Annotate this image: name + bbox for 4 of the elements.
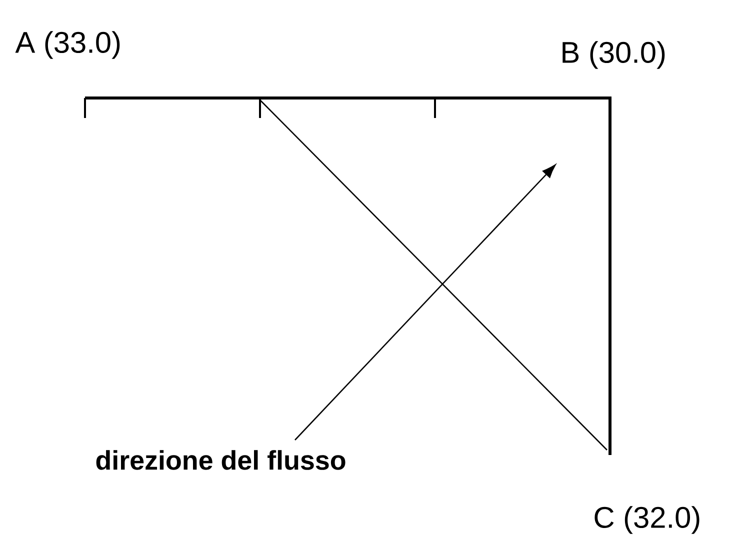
point-label: B (30.0) xyxy=(562,41,665,69)
point-label: C (32.0) xyxy=(594,506,700,534)
arrow-label: direzione del flusso xyxy=(96,450,346,470)
point-label: A (33.0) xyxy=(15,31,120,59)
